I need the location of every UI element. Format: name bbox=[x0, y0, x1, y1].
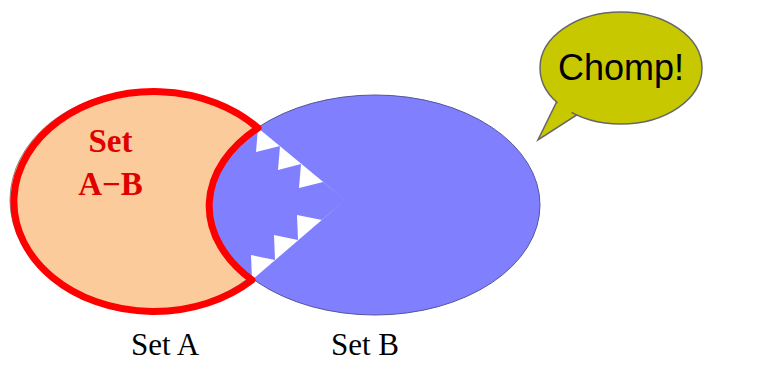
difference-outline bbox=[14, 92, 258, 312]
bubble-text: Chomp! bbox=[558, 47, 684, 89]
set-difference-label: Set A−B bbox=[63, 120, 158, 206]
teeth bbox=[251, 128, 345, 280]
speech-bubble: Chomp! bbox=[540, 12, 702, 124]
bubble-tail-join bbox=[546, 92, 584, 130]
set-label: Set B bbox=[331, 327, 399, 363]
set-label: Set A bbox=[131, 327, 199, 363]
